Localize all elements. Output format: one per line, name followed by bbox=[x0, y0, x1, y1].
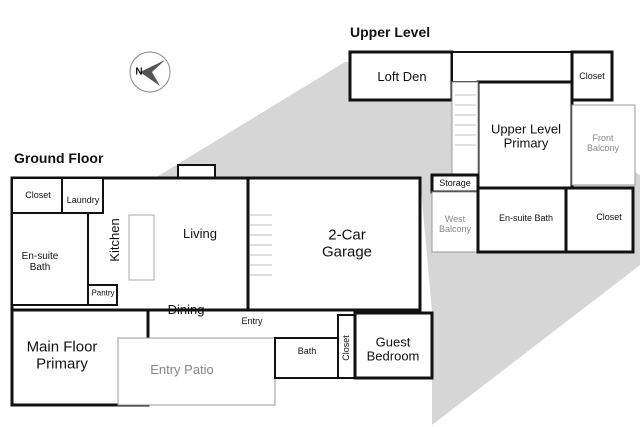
upper-level-title: Upper Level bbox=[350, 24, 431, 40]
room-bath: Bath bbox=[297, 346, 317, 357]
room-west-balcony: West Balcony bbox=[438, 214, 472, 234]
room-ensuite-bath: En-suite Bath bbox=[21, 251, 59, 273]
compass-label: N bbox=[135, 66, 143, 78]
room-living: Living bbox=[183, 225, 217, 241]
room-upper-ensuite-bath: En-suite Bath bbox=[498, 213, 554, 224]
room-loft-den: Loft Den bbox=[377, 68, 427, 84]
ground-floor-title: Ground Floor bbox=[14, 150, 104, 166]
room-main-floor-primary: Main Floor Primary bbox=[26, 338, 98, 372]
ground-floor-walls bbox=[10, 164, 434, 407]
room-laundry: Laundry bbox=[66, 195, 100, 206]
compass-icon bbox=[129, 51, 171, 93]
room-dining: Dining bbox=[167, 301, 205, 317]
ground-stairs bbox=[250, 214, 272, 276]
room-front-balcony: Front Balcony bbox=[586, 133, 620, 153]
room-upper-closet: Closet bbox=[579, 71, 605, 82]
room-entry: Entry bbox=[241, 316, 263, 327]
room-closet: Closet bbox=[25, 190, 51, 201]
room-entry-patio: Entry Patio bbox=[150, 361, 214, 377]
room-closet-2: Closet bbox=[341, 335, 352, 361]
room-garage: 2-Car Garage bbox=[321, 226, 373, 260]
kitchen-island bbox=[128, 214, 155, 281]
room-pantry: Pantry bbox=[91, 288, 115, 298]
room-kitchen: Kitchen bbox=[106, 218, 122, 262]
upper-stairs bbox=[455, 94, 476, 146]
upper-level-walls bbox=[348, 50, 636, 254]
room-storage: Storage bbox=[439, 178, 471, 189]
room-upper-level-primary: Upper Level Primary bbox=[490, 121, 562, 151]
room-guest-bedroom: Guest Bedroom bbox=[366, 334, 420, 364]
room-upper-closet-2: Closet bbox=[596, 212, 622, 223]
